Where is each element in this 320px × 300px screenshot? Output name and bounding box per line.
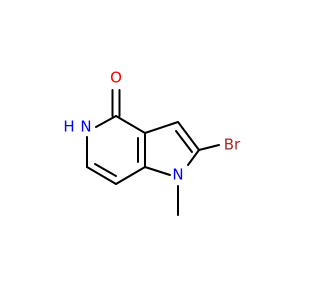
bond-c4-c3a	[115, 115, 146, 134]
oxygen-atom-label: O	[110, 69, 122, 87]
bond-c4-n5	[95, 115, 117, 128]
bond-c2-n1	[187, 149, 200, 166]
nh-hydrogen-label: H	[63, 118, 74, 136]
bond-c3-c2-b	[175, 130, 193, 153]
bond-c2-br	[198, 144, 220, 151]
bond-c3a-c3	[144, 121, 179, 134]
bond-c7-c7a	[115, 166, 146, 185]
bonds	[86, 89, 220, 216]
bond-c6-c7-b	[94, 163, 117, 177]
bond-c6-c7-a	[86, 166, 117, 185]
nh-nitrogen-label: N	[80, 118, 91, 136]
molecule-structure-diagram: O H N N Br	[63, 69, 241, 216]
n-methyl-atom-label: N	[172, 166, 183, 184]
bond-c3-c2-a	[177, 121, 200, 151]
bromine-atom-label: Br	[224, 136, 241, 154]
bond-n1-c7a	[144, 166, 171, 176]
